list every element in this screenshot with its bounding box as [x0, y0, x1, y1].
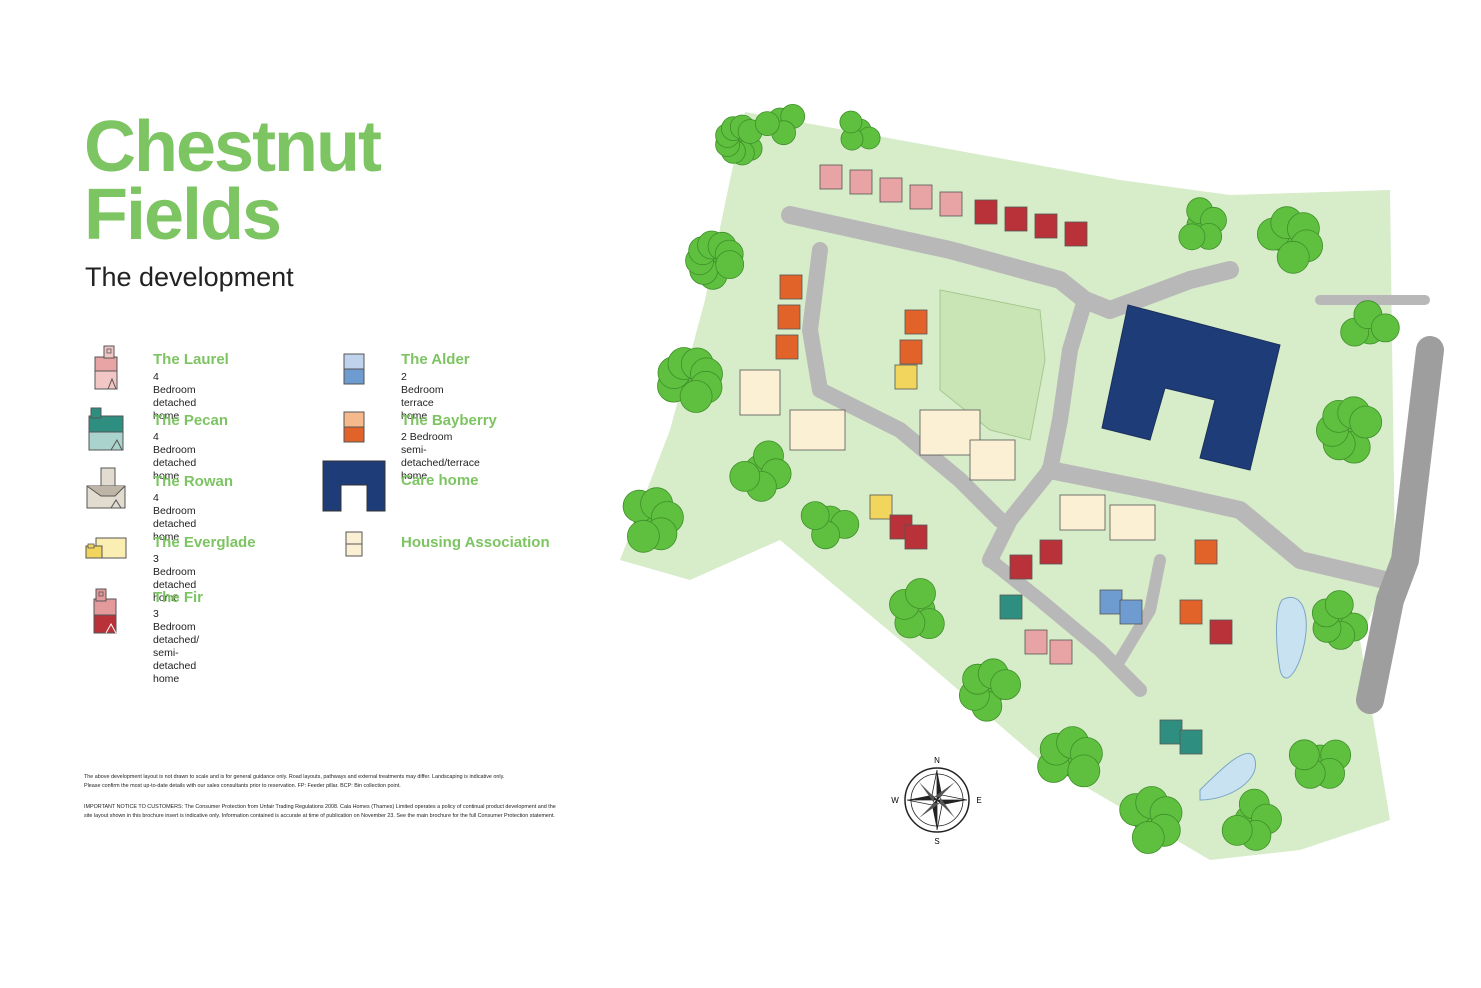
tree	[800, 501, 830, 530]
house-plot	[1194, 539, 1218, 565]
legend-name-housing-association: Housing Association	[401, 534, 550, 551]
housing-association-icon	[345, 531, 363, 557]
title-line-2: Fields	[84, 175, 282, 255]
tree	[1131, 821, 1165, 854]
legend-desc-fir: 3 Bedroom detached/ semi-detached home	[153, 608, 200, 685]
house-plot	[904, 309, 928, 335]
title-line-1: Chestnut	[84, 107, 382, 187]
tree	[1324, 590, 1354, 619]
house-plot	[1119, 599, 1143, 625]
compass-w: W	[891, 796, 899, 805]
roads	[781, 206, 1444, 714]
house-plot	[779, 274, 803, 300]
house-plot	[894, 364, 918, 390]
house-plot	[1034, 213, 1058, 239]
layout-disclaimer: The above development layout is not draw…	[84, 774, 505, 789]
house-plot	[1049, 639, 1073, 665]
legend-name-rowan: The Rowan	[153, 473, 234, 490]
legend-name-fir: The Fir	[153, 589, 204, 606]
legend-desc-everglade: 3 Bedroom detached home	[153, 553, 197, 604]
tree	[905, 578, 936, 609]
tree	[679, 380, 713, 413]
tree	[1288, 739, 1320, 771]
consumer-protection-notice: IMPORTANT NOTICE TO CUSTOMERS: The Consu…	[84, 804, 556, 819]
housing-association-plot	[1109, 504, 1156, 541]
house-plot	[1159, 719, 1183, 745]
house-plot	[1179, 599, 1203, 625]
house-plot	[909, 184, 933, 210]
house-plot	[1004, 206, 1028, 232]
pond-south	[1199, 753, 1256, 801]
tree	[990, 669, 1021, 700]
house-plot	[1009, 554, 1033, 580]
everglade-house-icon	[85, 537, 127, 559]
house-plot	[777, 304, 801, 330]
tree	[754, 111, 780, 136]
pecan-house-icon	[88, 407, 124, 451]
house-plot	[999, 594, 1023, 620]
house-plot	[974, 199, 998, 225]
tree	[1067, 754, 1101, 788]
legend-name-everglade: The Everglade	[153, 534, 256, 551]
compass-n: N	[934, 756, 940, 765]
house-plot	[904, 524, 928, 550]
legend-name-alder: The Alder	[401, 351, 470, 368]
housing-association-plot	[789, 409, 846, 451]
tree	[1349, 405, 1383, 439]
housing-association-plot	[1059, 494, 1106, 531]
legend-desc-bayberry: 2 Bedroom semi-detached/terrace home	[401, 431, 480, 482]
house-plot	[819, 164, 843, 190]
care-home-icon	[322, 460, 386, 512]
tree	[1221, 815, 1253, 846]
house-plot	[1099, 589, 1123, 615]
housing-association-plot	[969, 439, 1016, 481]
house-plots	[739, 164, 1233, 755]
central-green	[939, 289, 1046, 441]
compass-rose: N S E W	[891, 756, 981, 846]
legend-name-pecan: The Pecan	[153, 412, 229, 429]
tree	[1178, 223, 1206, 251]
legend-desc-alder: 2 Bedroom terrace home	[401, 371, 444, 422]
housing-association-plot	[739, 369, 781, 416]
tree	[627, 519, 660, 553]
house-plot	[1209, 619, 1233, 645]
house-plot	[1024, 629, 1048, 655]
tree	[1276, 240, 1310, 274]
alder-house-icon	[343, 353, 365, 385]
house-plot	[849, 169, 873, 195]
compass-s: S	[934, 837, 939, 846]
trees	[622, 104, 1400, 854]
tree	[715, 250, 745, 280]
house-plot	[879, 177, 903, 203]
tree	[839, 110, 863, 134]
tree	[1370, 313, 1400, 343]
pond-north	[1275, 597, 1307, 679]
care-home-building	[1101, 304, 1281, 471]
legend-name-care-home: Care home	[401, 472, 479, 489]
legend-desc-laurel: 4 Bedroom detached home	[153, 371, 197, 422]
legend-desc-pecan: 4 Bedroom detached home	[153, 431, 197, 482]
development-subtitle: The development	[85, 262, 294, 292]
house-plot	[1179, 729, 1203, 755]
laurel-house-icon	[94, 345, 118, 390]
tree	[729, 460, 761, 492]
legend-desc-rowan: 4 Bedroom detached home	[153, 492, 197, 543]
house-plot	[869, 494, 893, 520]
house-plot	[899, 339, 923, 365]
fir-house-icon	[93, 588, 117, 634]
house-plot	[939, 191, 963, 217]
house-plot	[1039, 539, 1063, 565]
rowan-house-icon	[86, 467, 126, 509]
legend-name-bayberry: The Bayberry	[401, 412, 497, 429]
legend-name-laurel: The Laurel	[153, 351, 229, 368]
compass-e: E	[976, 796, 981, 805]
house-plot	[1064, 221, 1088, 247]
house-plot	[775, 334, 799, 360]
development-title: Chestnut Fields	[84, 111, 382, 251]
bayberry-house-icon	[343, 411, 365, 443]
